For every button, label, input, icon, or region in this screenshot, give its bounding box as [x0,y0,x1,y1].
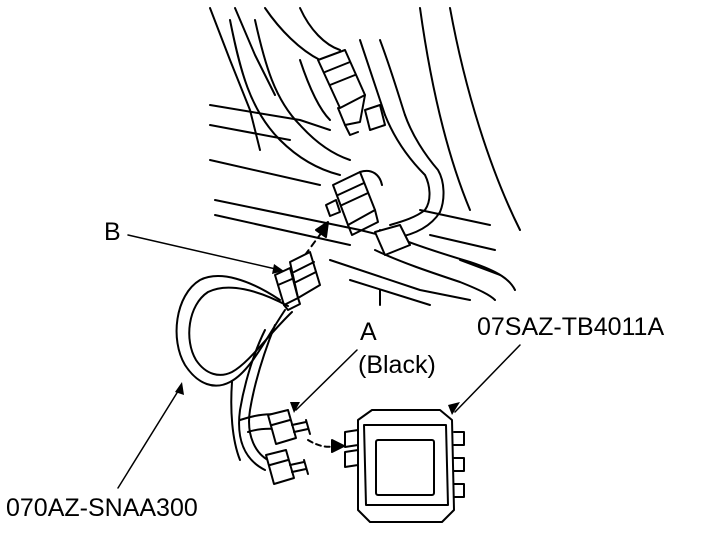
label-a-note: (Black) [358,351,436,379]
test-harness-cable [175,275,293,471]
label-harness-part: 070AZ-SNAA300 [6,494,198,522]
vehicle-harness [229,19,516,301]
plug-a [267,409,311,445]
plug-second [265,449,309,485]
connector-b [274,251,321,311]
label-box-part: 07SAZ-TB4011A [477,313,665,341]
upper-connector [317,49,366,136]
vehicle-connector [325,169,383,236]
plug-to-box-arrow [307,439,345,453]
test-box [344,409,465,523]
label-b: B [104,218,121,246]
leader-lines [117,234,521,489]
label-a: A [360,318,377,346]
harness-clip [364,104,411,256]
connect-arrow [304,221,329,256]
